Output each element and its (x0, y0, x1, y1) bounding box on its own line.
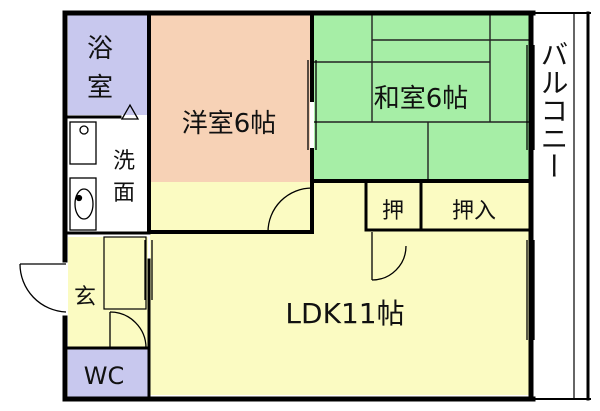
ldk-label: LDK11帖 (285, 297, 404, 330)
entrance-fill (68, 237, 148, 347)
balcony-label: バルコニー (537, 40, 570, 180)
walls (62, 10, 591, 402)
entrance-label: 玄 (74, 285, 96, 310)
balcony-fill (532, 15, 587, 395)
toilet-fill (68, 349, 148, 397)
japanese-room-fill (314, 15, 529, 180)
japanese-room-label: 和室6帖 (374, 84, 469, 114)
bath-fill (68, 15, 148, 115)
closet-small-label: 押 (382, 199, 404, 224)
bath-label-1: 浴 (87, 34, 113, 64)
western-room-label: 洋室6帖 (182, 109, 277, 139)
bath-label-2: 室 (87, 73, 113, 103)
toilet-label: WC (84, 362, 125, 390)
closet-large-label: 押入 (452, 199, 496, 224)
washroom-label-1: 洗 (113, 149, 135, 174)
ldk-fill (150, 182, 529, 395)
sink-fixture (69, 121, 97, 231)
tatami-lines (314, 15, 529, 180)
entrance-fixture (103, 236, 147, 310)
doors (19, 45, 535, 349)
washroom-label-2: 面 (113, 181, 135, 206)
